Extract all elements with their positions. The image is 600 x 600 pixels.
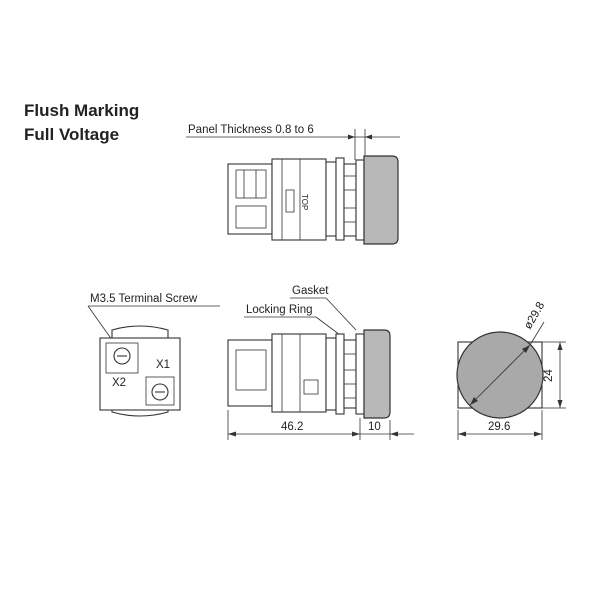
width-arrow-1 [458,431,466,437]
lens-side [363,329,391,419]
front-view: ø29.8 24 29.6 [456,300,566,440]
panel-side [355,333,365,415]
panel-thickness-label: Panel Thickness 0.8 to 6 [188,124,314,136]
terminal-x2-label: X2 [112,377,126,389]
dim-arrow-2 [352,431,360,437]
terminal-block [227,163,273,235]
dim-body-length: 46.2 [281,421,303,433]
title-line-1: Flush Marking [24,101,139,120]
housing-side [271,333,327,413]
latch [285,189,295,213]
terminal-x1-label: X1 [156,359,170,371]
terminal-slot-lower [235,205,267,229]
top-side-view: Panel Thickness 0.8 to 6 TOP [186,124,400,245]
terminal-pocket-2 [145,376,175,406]
arrow-left [348,134,355,140]
diameter-leader [529,321,545,346]
arrow-right [365,134,372,140]
gasket-label: Gasket [292,285,329,297]
title-line-2: Full Voltage [24,125,119,144]
bottom-side-view: Gasket Locking Ring 46.2 10 [227,285,414,440]
locking-ring [335,157,345,241]
dim-width: 29.6 [488,421,510,433]
width-arrow-2 [534,431,542,437]
rear-view: M3.5 Terminal Screw X1 X2 [87,293,220,417]
lens [363,155,399,245]
dim-arrow-3 [390,431,398,437]
diameter-arrow-2 [522,345,530,353]
top-mark: TOP [300,194,309,210]
panel [355,159,365,241]
housing-detail [303,379,319,395]
screw-icon-x2 [113,347,131,365]
dim-lens-depth: 10 [368,421,381,433]
bezel [325,161,337,237]
diameter-line [469,344,531,406]
dim-diameter: ø29.8 [522,300,547,331]
height-arrow-2 [557,400,563,408]
terminal-slot-side [235,349,267,391]
housing [271,158,327,241]
locking-ring-side [335,333,345,415]
dim-height: 24 [543,369,555,382]
bezel-side [325,337,337,411]
diameter-arrow-1 [470,397,478,405]
terminal-slot [235,169,267,199]
threaded-sleeve [343,163,357,237]
height-arrow-1 [557,342,563,350]
gasket-leader [325,297,357,331]
dim-arrow-1 [228,431,236,437]
screw-icon-x1 [151,383,169,401]
terminal-screw-label: M3.5 Terminal Screw [90,293,198,305]
locking-ring-label: Locking Ring [246,304,312,316]
terminal-plate [99,337,181,411]
terminal-pocket-1 [105,342,139,374]
